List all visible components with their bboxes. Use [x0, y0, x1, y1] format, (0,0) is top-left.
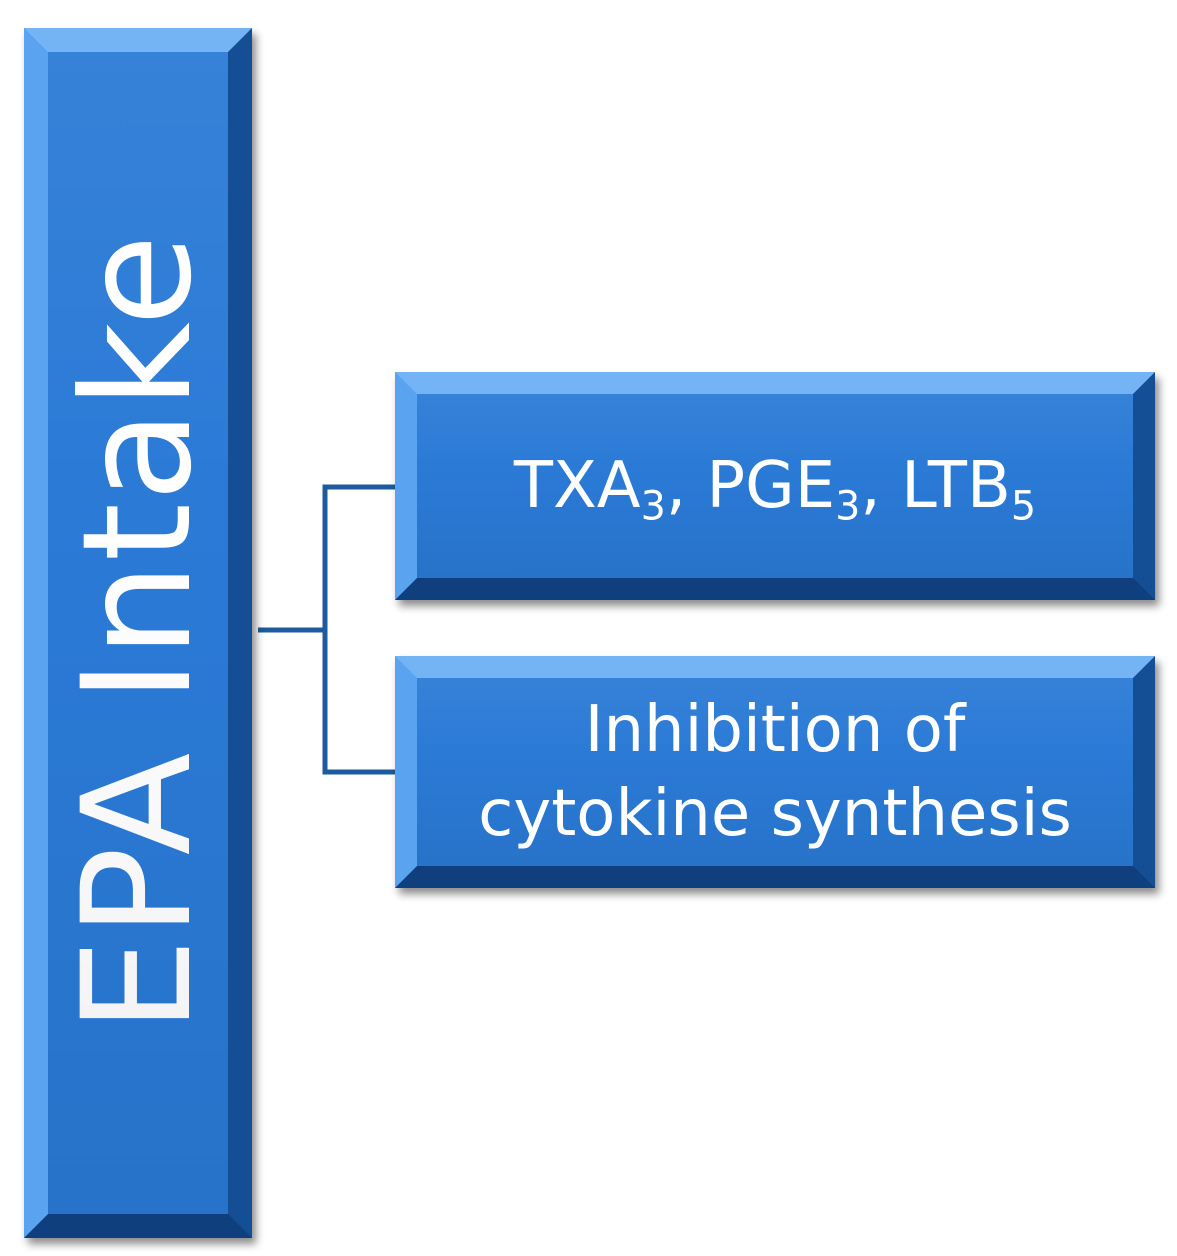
ltb-text: , LTB	[860, 448, 1011, 523]
cytokine-line-1: Inhibition of	[584, 692, 966, 767]
cytokine-line-2: cytokine synthesis	[478, 777, 1072, 851]
connector-bracket	[322, 484, 395, 775]
cytokine-inhibition-box: Inhibition of cytokine synthesis	[395, 656, 1155, 888]
epa-intake-box: EPA Intake	[24, 28, 252, 1238]
cytokine-inhibition-label: Inhibition of cytokine synthesis	[417, 678, 1133, 866]
pge-text: , PGE	[665, 448, 836, 523]
epa-intake-label: EPA Intake	[51, 233, 225, 1033]
txa-text: TXA	[513, 448, 641, 523]
eicosanoids-label: TXA3, PGE3, LTB5	[417, 394, 1133, 578]
eicosanoids-box: TXA3, PGE3, LTB5	[395, 372, 1155, 600]
ltb-subscript: 5	[1010, 483, 1037, 530]
pge-subscript: 3	[835, 483, 861, 530]
txa-subscript: 3	[640, 483, 666, 530]
